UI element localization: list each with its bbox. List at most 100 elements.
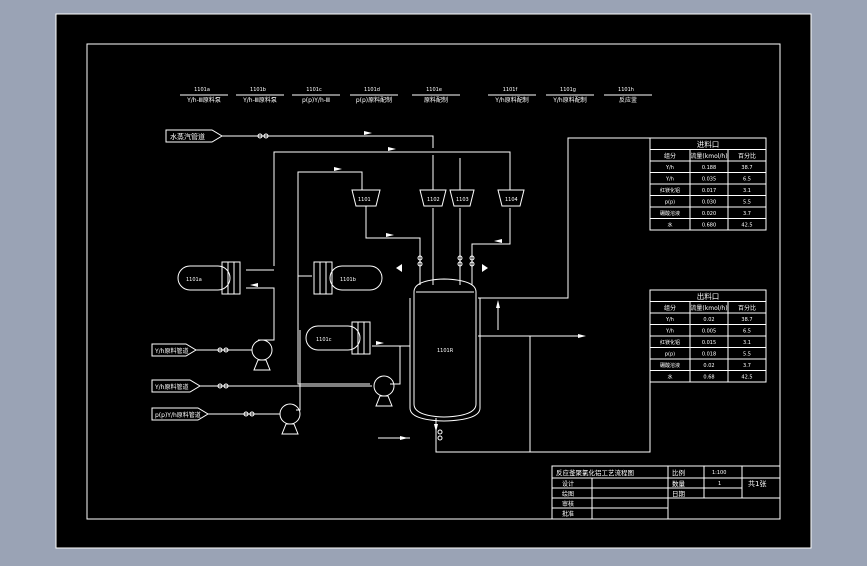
ratio-label: 比例 (672, 468, 685, 477)
pumps (251, 339, 395, 435)
valves (217, 133, 475, 441)
drawing-border (86, 43, 781, 520)
table-cell: 0.188 (702, 165, 716, 171)
reactor-to-inlet-table (478, 137, 650, 299)
tank-2-tag: 1102 (427, 197, 440, 203)
equipment-code: 1101d (364, 87, 380, 93)
inlet-tag-top (165, 129, 223, 143)
valve-icon (457, 261, 463, 267)
inlet-top-label: 水蒸汽管道 (170, 132, 205, 141)
draw-label: 绘图 (562, 490, 574, 498)
valve-icon (437, 435, 443, 441)
equipment-name: Y/h原料配制 (552, 96, 587, 104)
ratio-value: 1:100 (712, 470, 726, 476)
design-label: 设计 (562, 480, 574, 488)
table-cell: 42.5 (741, 375, 752, 381)
arrow-drain (434, 424, 438, 432)
arrow-hx1 (250, 283, 258, 287)
table-cell: 0.680 (702, 223, 716, 229)
valve-icon (217, 383, 223, 389)
inlet-tags (151, 129, 223, 421)
qty-label: 数量 (672, 479, 686, 488)
table-cell: 水 (667, 222, 672, 229)
table-cell: 0.035 (702, 177, 716, 183)
arrow-side-outlet (578, 334, 586, 338)
reactor-tag: 1101R (437, 348, 454, 354)
table-cell: 硼酸溶液 (660, 362, 680, 369)
heat-exchanger-2 (329, 265, 383, 291)
valve-icon (249, 411, 255, 417)
table-cell: 3.7 (743, 211, 751, 217)
table-cell: 38.7 (741, 165, 752, 171)
valve-icon (457, 255, 463, 261)
table-cell: 0.02 (703, 363, 714, 369)
arrow-header2 (334, 167, 342, 171)
table-cell: 3.1 (743, 188, 751, 194)
table-cell: 38.7 (741, 317, 752, 323)
tank-3-tag: 1103 (456, 197, 469, 203)
valve-icon (437, 429, 443, 435)
table-cell: p(p) (665, 352, 675, 358)
equipment-code: 1101a (194, 87, 210, 93)
table-cell: 42.5 (741, 223, 752, 229)
tank-4-tag: 1104 (505, 197, 518, 203)
project-title: 反应釜聚氯化铝工艺流程图 (556, 468, 634, 477)
arrow-reactor-left (396, 264, 402, 272)
valve-icon (223, 347, 229, 353)
pump-2-base (375, 395, 393, 407)
valve-icon (217, 347, 223, 353)
hx3-return (296, 330, 301, 411)
equipment-name: 反应釜 (619, 96, 637, 104)
hx3-head (351, 321, 371, 355)
arrow-bottom (400, 436, 408, 440)
table-cell: p(p) (665, 200, 675, 206)
table-cell: 5.5 (743, 200, 751, 206)
table-cell: 0.018 (702, 352, 716, 358)
equipment-name: p(p)Y/h-Ⅲ (302, 97, 330, 104)
equipment-label-row: 1101aY/h-Ⅲ原料泵1101bY/h-Ⅲ原料泵1101cp(p)Y/h-Ⅲ… (180, 87, 652, 104)
table-header: 流量(kmol/h) (690, 304, 727, 312)
valve-icon (257, 133, 263, 139)
table-cell: Y/h (665, 177, 674, 183)
heat-exchanger-1 (177, 265, 231, 291)
arrow-tank4 (494, 239, 502, 243)
table-cell: 0.015 (702, 340, 716, 346)
valve-icon (243, 411, 249, 417)
hx-2-tag: 1101b (340, 277, 356, 283)
qty-value: 1 (718, 481, 721, 487)
table-cell: 5.5 (743, 352, 751, 358)
header-line-1 (273, 151, 511, 266)
equipment-name: Y/h-Ⅲ原料泵 (186, 96, 221, 104)
valve-icon (469, 255, 475, 261)
table-header: 百分比 (738, 152, 756, 160)
table-title: 进料口 (697, 139, 720, 149)
arrow-reactor-right (482, 264, 488, 272)
inlet-1-label: Y/h原料管道 (154, 347, 189, 355)
tank4-to-reactor (471, 208, 511, 285)
inlet-2-label: Y/h原料管道 (154, 383, 189, 391)
table-cell: 0.020 (702, 211, 716, 217)
inlet-3-label: p(p)Y/h原料管道 (155, 411, 201, 419)
check-label: 审核 (562, 500, 574, 508)
hx2-return (297, 300, 370, 385)
hx-1-tag: 1101a (186, 277, 202, 283)
valve-icon (469, 261, 475, 267)
table-cell: 0.017 (702, 188, 716, 194)
arrow-tank1 (386, 233, 394, 237)
reactor-vessel (413, 278, 477, 418)
arrow-steam (364, 131, 372, 135)
hx1-return (246, 287, 275, 341)
valve-icon (223, 383, 229, 389)
steam-line (222, 135, 434, 148)
equipment-name: Y/h-Ⅲ原料泵 (242, 96, 277, 104)
arrow-vent (496, 300, 500, 308)
table-cell: Y/h (665, 165, 674, 171)
flow-arrows (250, 131, 586, 440)
equipment-code: 1101g (560, 87, 576, 93)
